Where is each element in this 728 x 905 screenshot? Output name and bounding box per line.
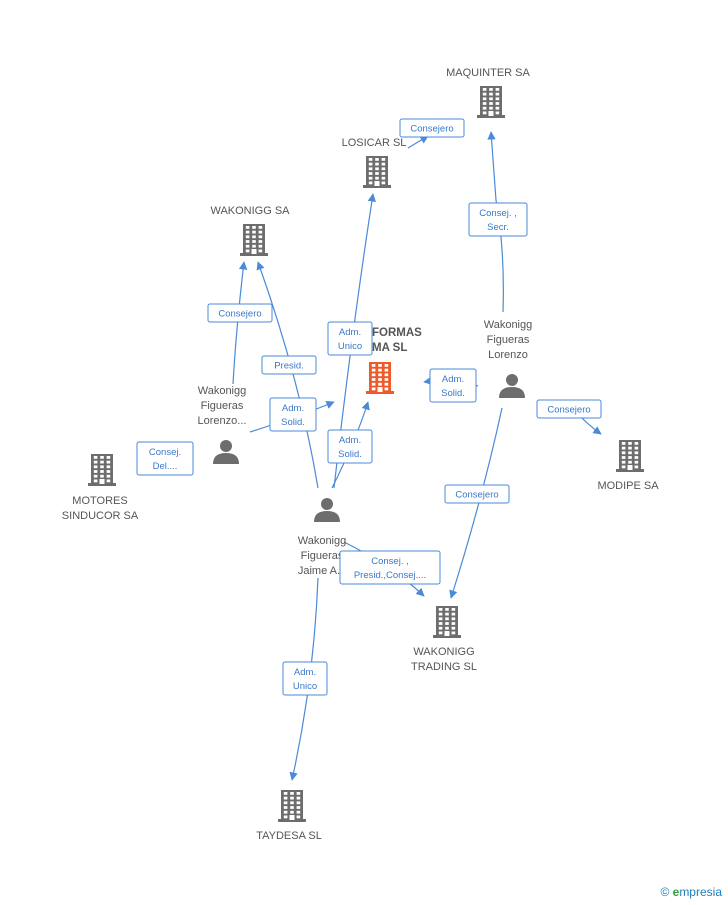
edge-label-text: Adm. [339,435,361,446]
node-label: MOTORES [72,495,127,507]
edge-label-text: Presid.,Consej.... [354,570,426,581]
edge-label-e12[interactable]: Consej. , Presid.,Consej.... [339,550,441,585]
node-losicar[interactable]: LOSICAR SL [342,137,407,188]
edge-label-text: Consejero [547,405,590,416]
edge-label-text: Consej. , [479,208,517,219]
edge-label-text: Solid. [441,388,465,399]
building-icon [88,454,116,486]
node-label: Figueras [301,550,344,562]
edge-label-box [444,484,510,504]
edge-label-text: Secr. [487,222,509,233]
edge-label-e7[interactable]: Adm. Solid. [327,429,373,464]
edge-label-box [207,303,273,323]
edge-label-e11[interactable]: Consejero [444,484,510,504]
building-icon [278,790,306,822]
edge-label-e2[interactable]: Consej. , Secr. [468,202,528,237]
node-wakonigg_sa[interactable]: WAKONIGG SA [210,205,290,256]
node-trading[interactable]: WAKONIGG TRADING SL [411,606,477,673]
edge-label-e9[interactable]: Adm. Solid. [429,368,477,403]
edge-label-box [282,661,328,696]
edge-label-text: Adm. [339,327,361,338]
edge-label-text: Solid. [338,449,362,460]
node-label: Wakonigg [484,319,533,331]
edge-label-e8[interactable]: Consejero [536,399,602,419]
edge-label-text: Solid. [281,417,305,428]
node-label: MAQUINTER SA [446,67,530,79]
edge-label-e4[interactable]: Presid. [261,355,317,375]
node-label: Wakonigg [198,385,247,397]
person-icon [213,440,239,464]
edge-label-e3[interactable]: Consejero [207,303,273,323]
edge-line-e3 [232,261,248,385]
node-motores[interactable]: MOTORES SINDUCOR SA [62,454,139,522]
edge-label-e1[interactable]: Consejero [399,118,465,138]
node-label: Jaime A... [298,565,346,577]
brand-text: mpresia [679,885,722,899]
node-main[interactable]: FORMAS MA SL [366,327,422,394]
node-person_lorenzo_left[interactable]: WakoniggFiguerasLorenzo... [198,385,247,464]
node-maquinter[interactable]: MAQUINTER SA [446,67,531,118]
node-label: SINDUCOR SA [62,510,139,522]
edge-label-box [269,397,317,432]
edge-label-text: Presid. [274,361,304,372]
edge-label-text: Consej. , [371,556,409,567]
edge-label-text: Del.... [153,461,178,472]
node-label: MODIPE SA [597,480,659,492]
building-icon [477,86,505,118]
edge-label-text: Consejero [455,490,498,501]
edge-label-e6[interactable]: Adm. Solid. [269,397,317,432]
building-icon [433,606,461,638]
node-modipe[interactable]: MODIPE SA [597,440,659,492]
node-label: TRADING SL [411,661,477,673]
edge-label-e10[interactable]: Consej. Del.... [136,441,194,476]
node-label: Wakonigg [298,535,347,547]
building-icon [363,156,391,188]
edge-label-box [136,441,194,476]
person-icon [499,374,525,398]
edge-label-box [536,399,602,419]
building-icon [366,362,394,394]
edge-label-box [339,550,441,585]
person-icon [314,498,340,522]
edge-line-e4 [256,261,319,489]
edge-label-text: Consejero [218,309,261,320]
node-taydesa[interactable]: TAYDESA SL [256,790,322,842]
building-icon [616,440,644,472]
node-label: WAKONIGG [413,646,474,658]
edge-label-text: Adm. [282,403,304,414]
edge-label-text: Consejero [410,124,453,135]
edge-label-text: Consej. [149,447,181,458]
node-label: Figueras [201,400,244,412]
edge-label-e5[interactable]: Adm. Unico [327,321,373,356]
edge-label-box [261,355,317,375]
node-label: TAYDESA SL [256,830,322,842]
edge-label-text: Unico [338,341,362,352]
nodes-layer: MAQUINTER SA LOSICAR SL WAKONIGG SA FORMAS M… [62,67,659,842]
edge-label-box [399,118,465,138]
edge-label-box [468,202,528,237]
watermark: © empresia [660,885,722,899]
node-label: MA SL [372,342,407,354]
building-icon [240,224,268,256]
node-label: Figueras [487,334,530,346]
node-label: LOSICAR SL [342,137,407,149]
edge-label-text: Adm. [294,667,316,678]
node-label: FORMAS [372,327,422,339]
brand-logo-icon: e [672,885,680,899]
edge-label-text: Adm. [442,374,464,385]
node-label: WAKONIGG SA [210,205,290,217]
edge-line-e1 [407,135,429,149]
edge-label-text: Unico [293,681,317,692]
edge-label-box [327,429,373,464]
edge-label-box [327,321,373,356]
edge-label-box [429,368,477,403]
copyright-icon: © [660,885,670,899]
node-label: Lorenzo... [198,415,247,427]
node-label: Lorenzo [488,349,528,361]
edge-label-e13[interactable]: Adm. Unico [282,661,328,696]
